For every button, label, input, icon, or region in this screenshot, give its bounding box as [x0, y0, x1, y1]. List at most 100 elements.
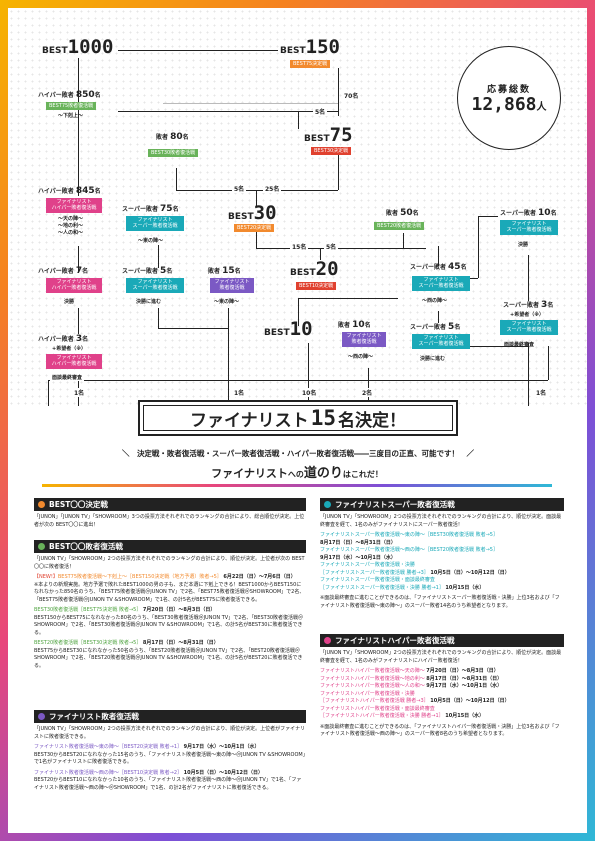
loser10-sub: 〜西の陣〜 [348, 354, 374, 360]
item-date: 8月17日（日）〜8月31日（日） [320, 539, 396, 546]
tag-line1: ファイナリスト [511, 221, 547, 227]
section-best-loser: BEST〇〇敗者復活戦 「JUNON TV」「SHOWROOM」2つの投票方法そ… [34, 540, 306, 670]
super3-label: スーパー敗者 3名 [503, 300, 553, 310]
item-heading: BEST75敗者復活戦〜下剋上〜［BEST150決定戦（地方予選）敗者→5］ [57, 574, 222, 580]
hyper850-tag: BEST75敗者復活戦 [46, 102, 97, 111]
item-date: 6月22日（日）〜7月6日（日） [223, 574, 296, 580]
section-body: 「JUNON」「JUNON TV」「SHOWROOM」3つの投票方法それぞれでの… [34, 514, 305, 528]
tag-line1: ファイナリスト [423, 335, 459, 341]
super3-tag: ファイナリストスーパー敗者復活戦 [500, 320, 558, 335]
best-word: BEST [304, 134, 330, 144]
dot-icon [324, 637, 331, 644]
label-num: 850 [75, 90, 95, 100]
label-num: 10 [538, 208, 551, 218]
label-num: 10 [352, 320, 365, 330]
tag-line1: ファイナリスト [56, 355, 92, 361]
super75-label: スーパー敗者 75名 [122, 204, 179, 214]
tag-line2: ハイパー敗者復活戦 [51, 205, 97, 212]
section-finalist-loser: ファイナリスト敗者復活戦 「JUNON TV」「SHOWROOM」2つの投票方法… [34, 710, 306, 792]
super5b-label: スーパー敗者 5名 [410, 322, 460, 332]
count-10: 10名 [300, 388, 319, 397]
section-note: ※面談最終審査に進むことができるのは、「ファイナリストスーパー敗者復活戦・決勝」… [320, 595, 560, 609]
super10-tag: ファイナリストスーパー敗者復活戦 [500, 220, 558, 235]
loser80-tag: BEST30敗者復活戦 [148, 149, 199, 158]
final-pre: ファイナリスト [190, 410, 309, 431]
item-date: 8月17日（日）〜8月31日（日） [426, 675, 503, 682]
item-date: 10月5日（日）〜10月12日（日） [430, 698, 510, 704]
best75-tag: BEST30決定戦 [311, 147, 352, 156]
hyper3-plus: +希望者（※） [52, 346, 87, 352]
label-num: 15 [222, 266, 235, 276]
count-15: 15名 [290, 242, 309, 251]
hyper845-label: ハイパー敗者 845名 [38, 186, 101, 196]
tag-line2: スーパー敗者復活戦 [132, 285, 178, 292]
item-heading: ファイナリストハイパー敗者復活戦〜人の和〜 [320, 683, 425, 689]
hyper850-sub: 〜下剋上〜 [58, 113, 84, 119]
item-heading: ファイナリストスーパー敗者復活戦・決勝 [320, 562, 415, 568]
dot-icon [38, 713, 45, 720]
section-body: 「JUNON TV」「SHOWROOM」2つの投票方法それぞれでのランキングの合… [34, 556, 305, 570]
label-unit: 名 [182, 134, 189, 141]
apply-total-unit: 人 [536, 101, 547, 113]
section-best-final: BEST〇〇決定戦 「JUNON」「JUNON TV」「SHOWROOM」3つの… [34, 498, 306, 529]
tag-line1: ファイナリスト [137, 217, 173, 223]
label-text: ハイパー敗者 [38, 336, 74, 343]
label-text: スーパー敗者 [122, 268, 158, 275]
label-num: 75 [160, 204, 173, 214]
label-num: 3 [541, 300, 548, 310]
item-body: ※本よりの新規実施。地方予選で敗れたBEST1000の男の子も、まだ本選に下剋上… [34, 581, 305, 603]
best-num: 30 [253, 202, 277, 224]
label-unit: 名 [550, 210, 557, 217]
count-2: 2名 [360, 388, 375, 397]
item-heading: BEST30敗者復活戦［BEST75決定戦 敗者→5］ [34, 607, 142, 613]
label-text: 敗者 [156, 134, 169, 141]
item-subheading: ［ファイナリストスーパー敗者復活戦 勝者→3］ [320, 569, 429, 576]
item-subheading: ［ファイナリストハイパー敗者復活戦・決勝 勝者→1］ [320, 713, 444, 719]
tag-line2: スーパー敗者復活戦 [506, 227, 552, 234]
item-heading: ファイナリストスーパー敗者復活戦〜東の陣〜［BEST30敗者復活戦 敗者→5］ [320, 532, 498, 538]
super10-sub: 決勝 [518, 242, 529, 248]
tag-line2: スーパー敗者復活戦 [132, 223, 178, 230]
item-heading: ファイナリストハイパー敗者復活戦・面談最終審査 [320, 705, 435, 712]
road-title: ファイナリストへの道のりはこれだ！ [172, 462, 422, 481]
label-text: ハイパー敗者 [38, 188, 74, 195]
loser80-label: 敗者 80名 [156, 132, 189, 142]
dot-icon [38, 501, 45, 508]
section-title: ファイナリストスーパー敗者復活戦 [335, 499, 455, 509]
tagline: ＼ 決定戦・敗者復活戦・スーパー敗者復活戦・ハイパー敗者復活戦――三度目の正直、… [121, 449, 475, 458]
best30-node: BEST30 [228, 204, 277, 223]
section-title: BEST〇〇決定戦 [49, 499, 108, 509]
best150-node: BEST150 [280, 38, 340, 57]
count-70: 70名 [342, 91, 361, 100]
label-unit: 名 [460, 264, 467, 271]
tag-line1: ファイナリスト [511, 321, 547, 327]
road-d: はこれだ！ [342, 470, 383, 479]
apply-total-value: 12,868 [471, 93, 537, 115]
label-num: 50 [400, 208, 413, 218]
apply-total-label: 応募総数 [486, 84, 531, 95]
section-title: ファイナリスト敗者復活戦 [49, 711, 139, 721]
loser15-tag: ファイナリスト敗者復活戦 [210, 278, 254, 293]
label-text: スーパー敗者 [410, 264, 446, 271]
road-a: ファイナリスト [211, 467, 288, 480]
best-num: 1000 [67, 36, 114, 58]
super45-tag: ファイナリストスーパー敗者復活戦 [412, 276, 470, 291]
label-unit: 名 [166, 268, 173, 275]
super5a-tag: ファイナリストスーパー敗者復活戦 [126, 278, 184, 293]
item-date: 10月15日（水） [445, 584, 485, 591]
dot-icon [38, 543, 45, 550]
best30-tag: BEST20決定戦 [234, 224, 275, 233]
label-text: スーパー敗者 [500, 210, 536, 217]
label-unit: 名 [547, 302, 554, 309]
item-heading: ファイナリストハイパー敗者復活戦・決勝 [320, 690, 415, 697]
tag-line1: ファイナリスト [423, 277, 459, 283]
hyper7-label: ハイパー敗者 7名 [38, 266, 88, 276]
tag-line2: ハイパー敗者復活戦 [51, 285, 97, 292]
tag-line1: ファイナリスト [137, 279, 173, 285]
section-note: ※面談最終審査に進むことができるのは、「ファイナリストハイパー敗者復活戦・決勝」… [320, 723, 560, 738]
hyper3-label: ハイパー敗者 3名 [38, 334, 88, 344]
tag-line2: 敗者復活戦 [219, 285, 245, 292]
label-num: 845 [75, 186, 95, 196]
count-25: 25名 [263, 184, 282, 193]
item-date: 7月20日（日）〜8月3日（日） [142, 607, 216, 613]
